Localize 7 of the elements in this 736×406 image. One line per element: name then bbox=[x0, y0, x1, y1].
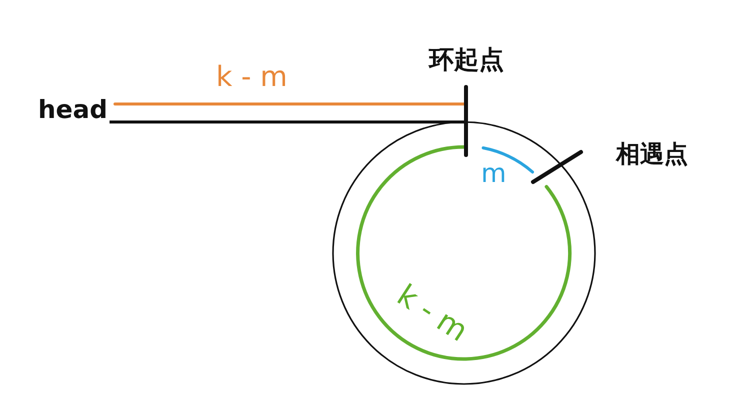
distance-label: k - m bbox=[216, 62, 288, 93]
head-label: head bbox=[38, 96, 108, 124]
arc-label: m bbox=[481, 160, 506, 189]
cycle-circle bbox=[332, 121, 596, 385]
arc-label: k - m bbox=[390, 278, 473, 348]
connector-line bbox=[110, 120, 464, 124]
point-label: 环起点 bbox=[429, 46, 504, 74]
